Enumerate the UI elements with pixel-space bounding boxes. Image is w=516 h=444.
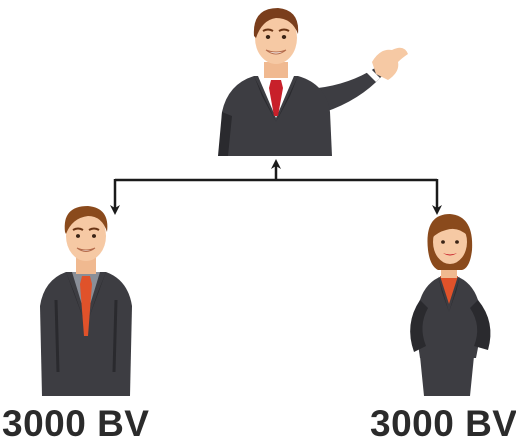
sponsor-person-illustration (218, 8, 408, 156)
tree-connectors (110, 159, 442, 215)
left-leg-volume-label: 3000 BV (2, 403, 150, 444)
right-leg-woman-illustration (410, 214, 491, 396)
right-leg-volume-label: 3000 BV (370, 403, 516, 444)
left-leg-man-illustration (40, 206, 132, 396)
